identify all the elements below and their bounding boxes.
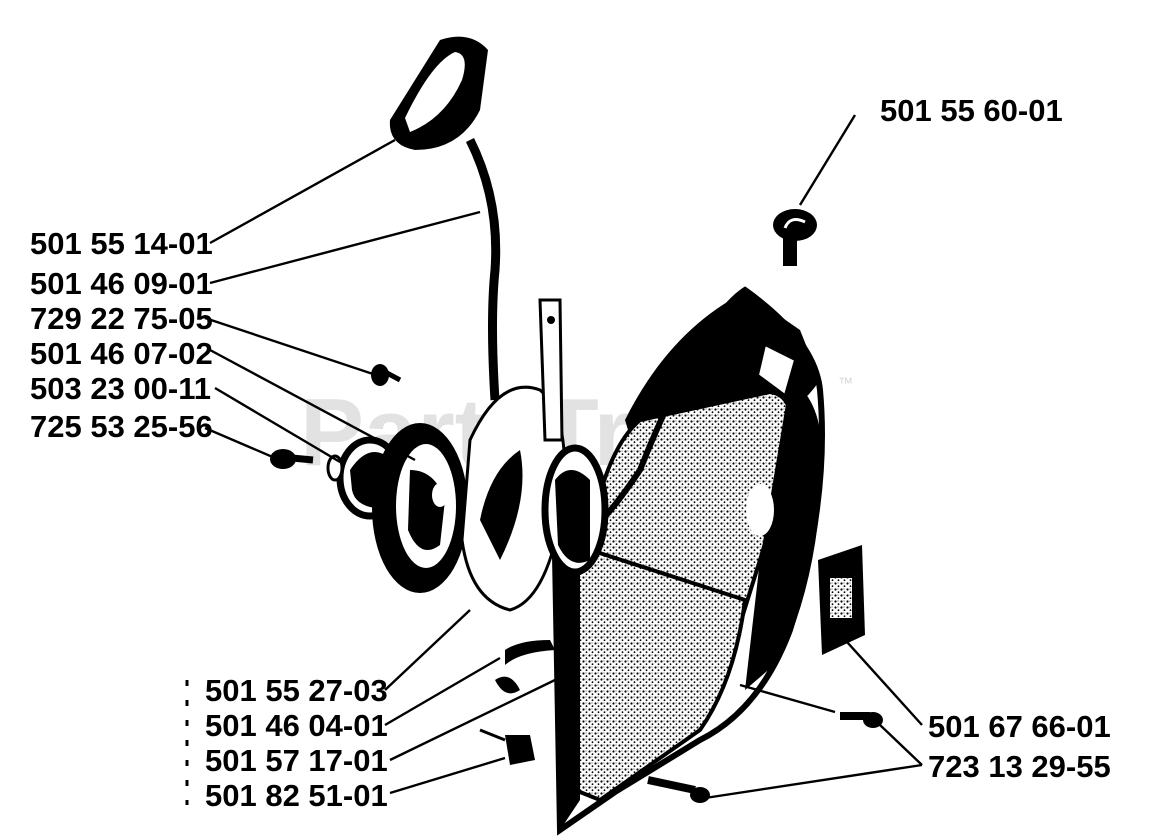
label-handle: 501 55 14-01 [30, 226, 213, 261]
watermark-trademark: ™ [838, 375, 853, 392]
label-decompression-valve: 501 55 60-01 [880, 93, 1063, 128]
label-wire-clip: 501 46 04-01 [205, 708, 388, 743]
starter-pawl-wheel [541, 444, 609, 576]
label-pulley: 501 46 07-02 [30, 336, 213, 371]
label-bolt: 725 53 25-56 [30, 409, 213, 444]
starter-housing [551, 286, 825, 836]
part-labels: 501 55 14-01 501 46 09-01 729 22 75-05 5… [30, 93, 1111, 813]
starter-handle [389, 36, 488, 150]
label-housing-screws: 723 13 29-55 [928, 749, 1111, 784]
label-starter-housing: 501 55 27-03 [205, 673, 388, 708]
label-spring: 501 57 17-01 [205, 743, 388, 778]
wire-clip [505, 640, 555, 665]
hex-bolt [270, 449, 314, 469]
decompression-valve [773, 209, 817, 266]
label-spring-cassette: 503 23 00-11 [30, 371, 211, 406]
recoil-spring-plate [460, 298, 566, 612]
label-rope: 501 46 09-01 [30, 266, 213, 301]
label-nut: 501 82 51-01 [205, 778, 388, 813]
label-center-screw: 729 22 75-05 [30, 301, 213, 336]
nut [479, 728, 535, 765]
housing-screw-upper [840, 712, 883, 728]
rope-pulley [372, 423, 468, 593]
leader-lines [204, 114, 923, 800]
decal [818, 545, 865, 655]
center-screw [371, 364, 402, 386]
housing-screw-lower [647, 776, 710, 803]
label-decal: 501 67 66-01 [928, 709, 1111, 744]
starter-rope [465, 137, 501, 401]
